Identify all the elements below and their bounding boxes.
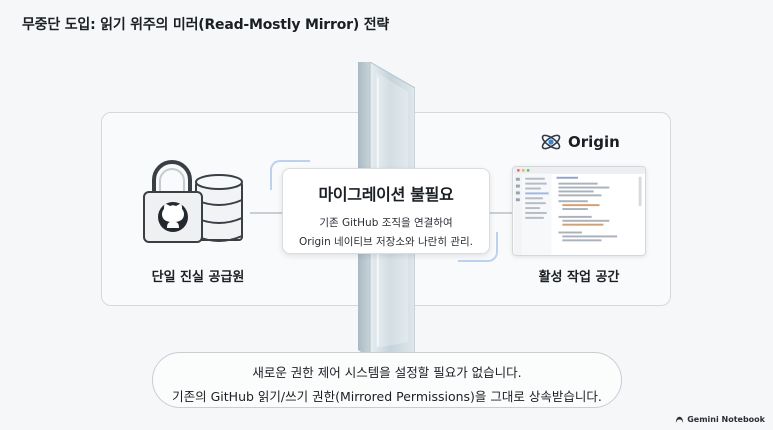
notebook-logo-icon: [676, 416, 684, 424]
card-heading: 마이그레이션 불필요: [318, 185, 454, 204]
accent-bracket-top: [270, 160, 310, 190]
card-description-line-1: 기존 GitHub 조직을 연결하여: [319, 217, 453, 229]
origin-brand-name: Origin: [568, 133, 620, 151]
active-workspace-label: 활성 작업 공간: [538, 270, 620, 285]
no-migration-card: 마이그레이션 불필요 기존 GitHub 조직을 연결하여 Origin 네이티…: [282, 168, 490, 254]
source-of-truth-label: 단일 진실 공급원: [151, 270, 245, 285]
card-description-line-2: Origin 네이티브 저장소와 나란히 관리.: [298, 236, 473, 248]
connector-line-left: [250, 212, 296, 214]
footer-line-1: 새로운 권한 제어 시스템을 설정할 필요가 없습니다.: [252, 365, 522, 380]
watermark: Gemini Notebook: [675, 415, 765, 424]
page-title: 무중단 도입: 읽기 위주의 미러(Read-Mostly Mirror) 전략: [22, 17, 390, 33]
source-of-truth-icon: [140, 158, 250, 244]
footer-line-2: 기존의 GitHub 읽기/쓰기 권한(Mirrored Permissions…: [172, 389, 602, 404]
watermark-text: Gemini Notebook: [687, 415, 765, 424]
code-editor-icon: [512, 166, 646, 256]
connector-line-right: [466, 212, 514, 214]
footer-note: 새로운 권한 제어 시스템을 설정할 필요가 없습니다. 기존의 GitHub …: [152, 352, 622, 408]
lock-icon: [143, 160, 203, 243]
origin-brand: Origin: [540, 131, 620, 153]
accent-bracket-bottom: [458, 232, 498, 262]
origin-logo-icon: [541, 134, 561, 150]
github-icon: [158, 202, 188, 232]
